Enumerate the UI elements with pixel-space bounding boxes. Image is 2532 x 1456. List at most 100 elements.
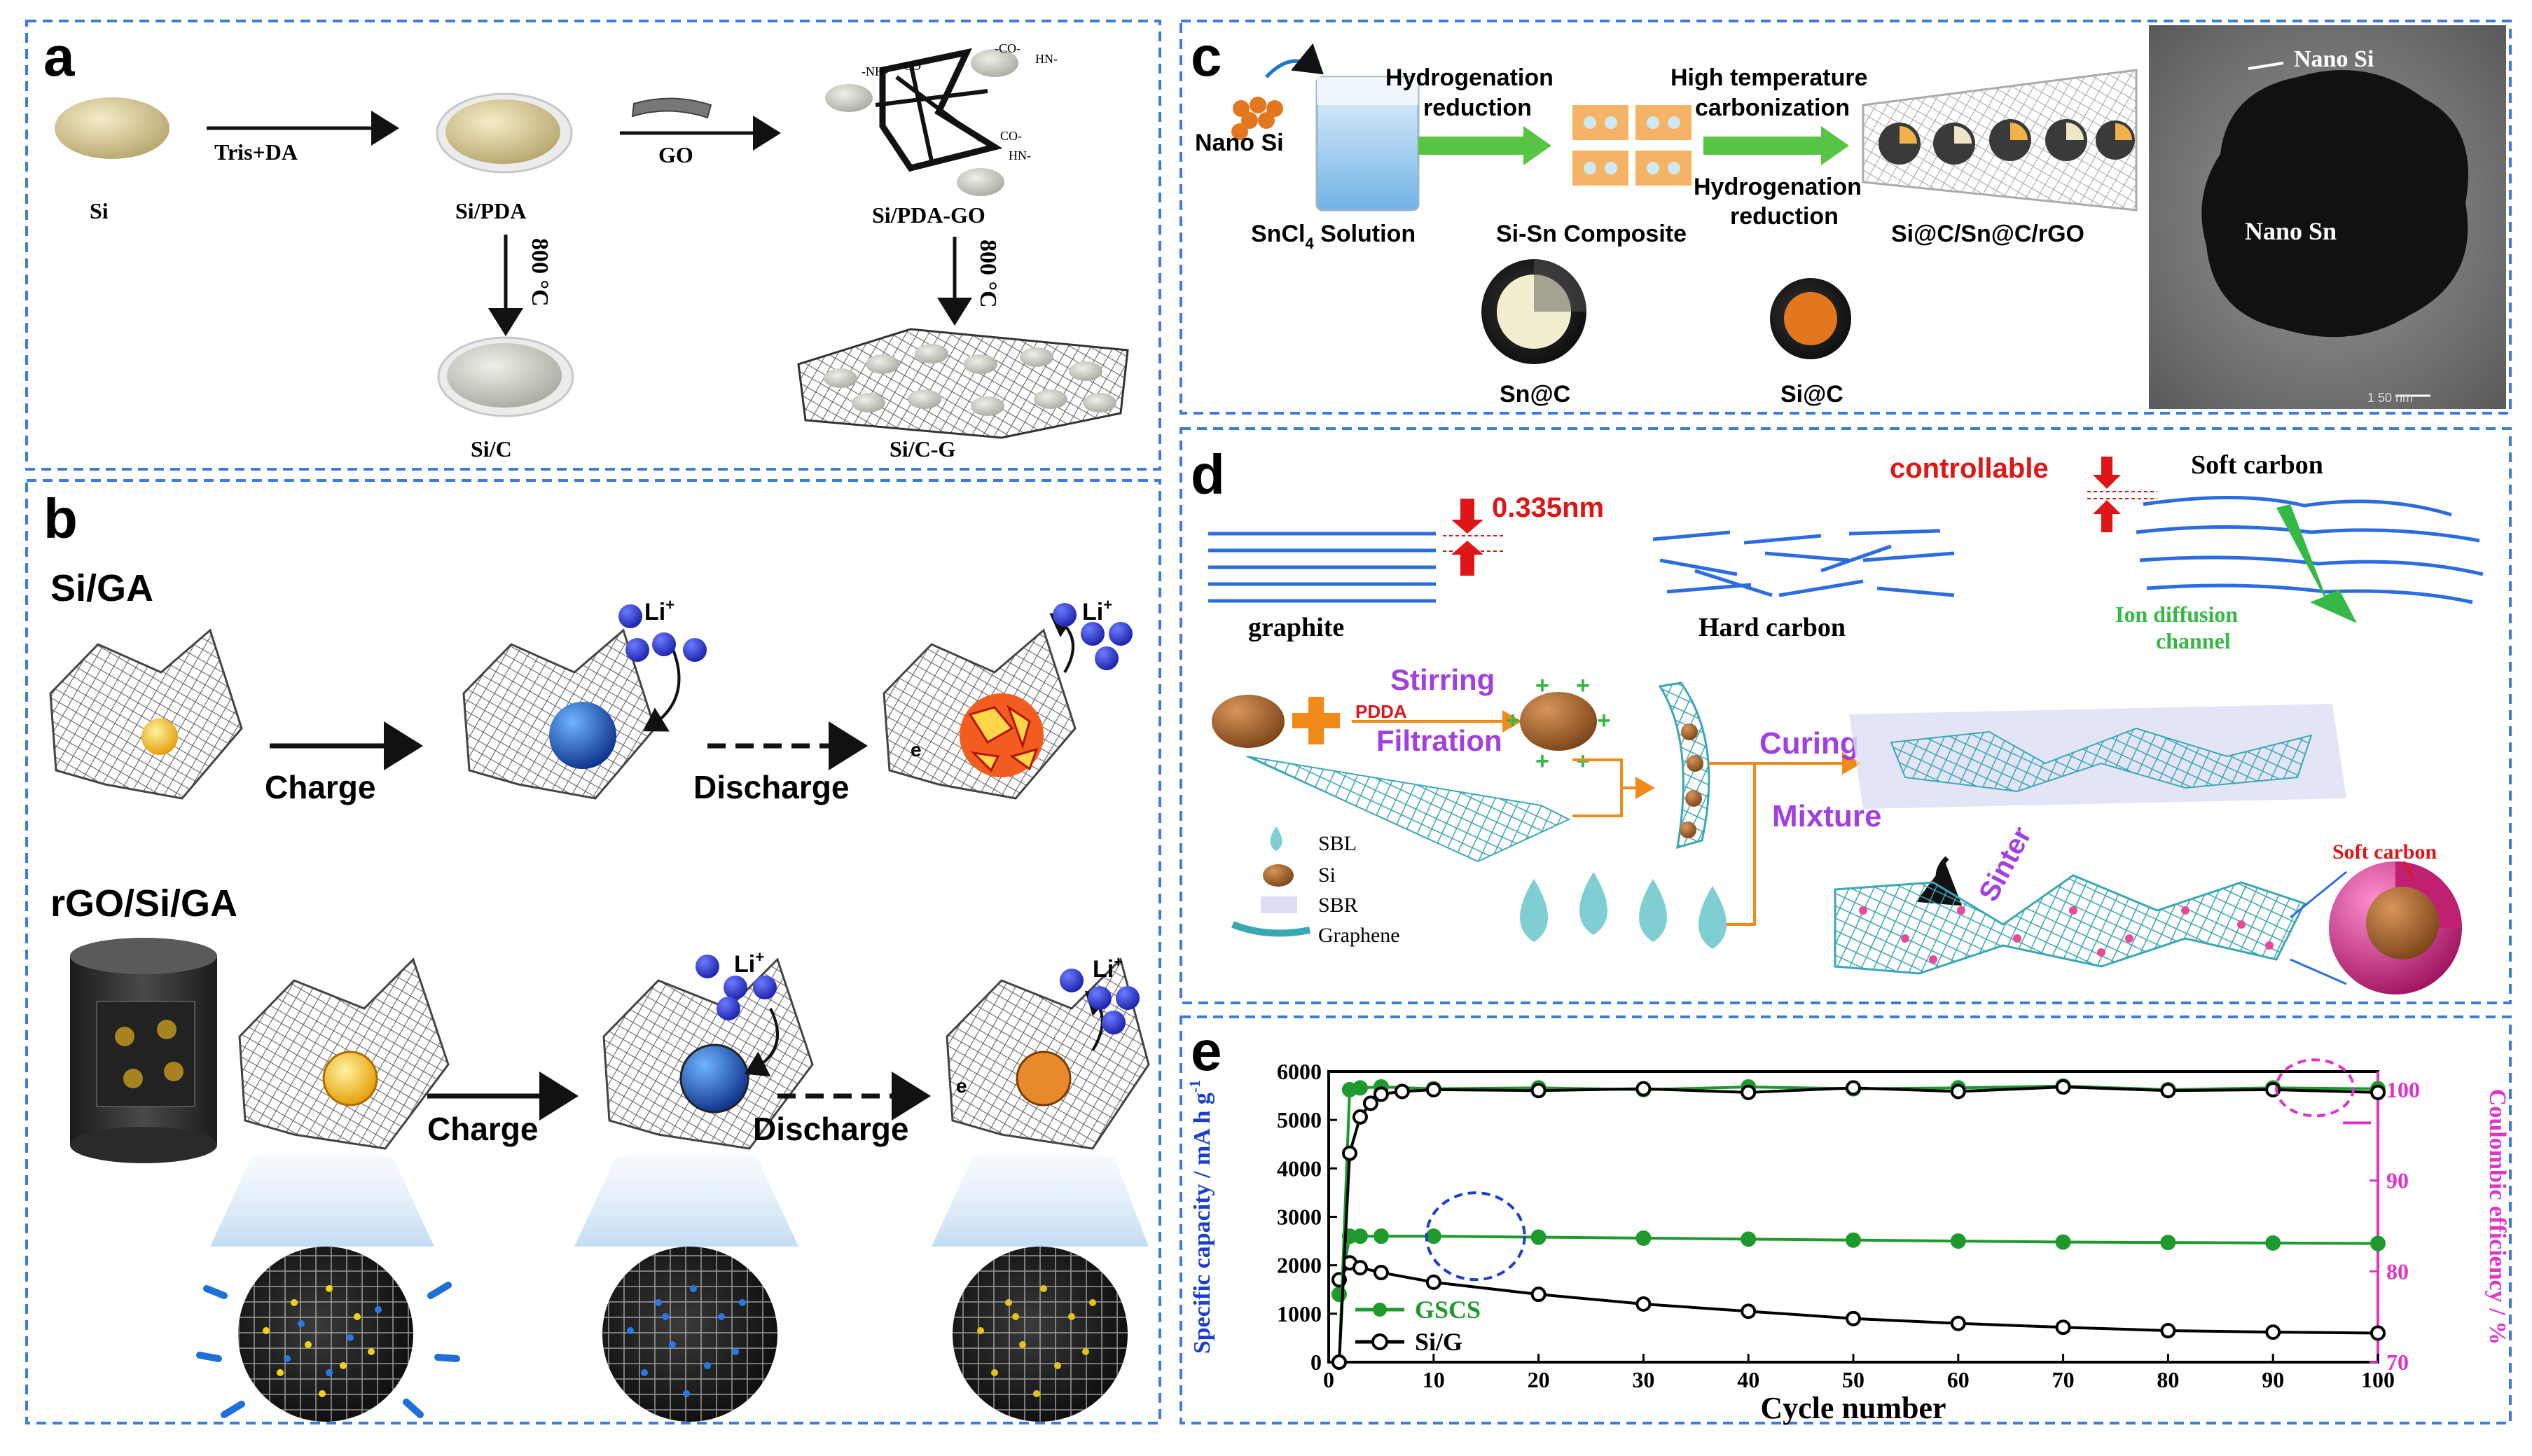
tem-image: Nano Si Nano Sn 1 50 nm — [2149, 25, 2506, 409]
data-point-gscs — [2370, 1235, 2386, 1252]
sn-c-sphere — [1481, 259, 1586, 364]
highlight-ellipse-capacity — [1425, 1191, 1526, 1282]
data-point-gscs — [2265, 1235, 2281, 1251]
sbl-drops — [1520, 872, 1727, 949]
label-product: Si@C/Sn@C/rGO — [1891, 221, 2084, 247]
label-si-c-g: Si/C-G — [890, 436, 955, 462]
x-tick-label: 30 — [1632, 1367, 1654, 1392]
label-hydro2-1: Hydrogenation — [1694, 174, 1862, 200]
x-tick-label: 40 — [1737, 1367, 1759, 1392]
label-discharge-bottom: Discharge — [753, 1111, 908, 1147]
x-tick-label: 20 — [1528, 1367, 1550, 1392]
label-sncl4: SnCl4 Solution — [1251, 221, 1416, 252]
label-high-temp-2: carbonization — [1695, 95, 1850, 121]
li-label-3: Li+ — [734, 948, 764, 978]
data-point-gscs — [1352, 1228, 1368, 1244]
label-go: GO — [658, 142, 693, 167]
pdda-coated-si: +++ +++ — [1506, 672, 1611, 775]
series-line-si-g-right — [1337, 1086, 2379, 1363]
x-tick-label: 70 — [2052, 1367, 2075, 1392]
label-tris-da: Tris+DA — [214, 139, 298, 165]
chem-label-5: CO- — [1000, 129, 1022, 143]
x-tick-label: 10 — [1423, 1367, 1445, 1392]
chem-label-4: HN- — [1035, 52, 1058, 66]
si-blue-wrapped — [679, 1044, 749, 1114]
y-tick-label: 3000 — [1277, 1205, 1322, 1230]
x-tick-label: 100 — [2361, 1367, 2395, 1392]
rgo-cylinder — [70, 938, 217, 1163]
si-pda-go-structure: -NH- CO -CO- HN- CO- HN- — [825, 41, 1058, 196]
svg-text:+: + — [1535, 748, 1549, 775]
data-point-si-g — [1530, 1287, 1547, 1303]
svg-text:+: + — [1576, 672, 1590, 699]
label-si: Si — [90, 198, 109, 223]
data-point-si-g — [1425, 1274, 1441, 1290]
data-point-si-g — [1373, 1086, 1389, 1102]
svg-text:+: + — [1506, 707, 1520, 734]
label-si-ga: Si/GA — [50, 567, 153, 609]
rgo-aerogel-3: Li+ e — [932, 953, 1150, 1422]
data-point-si-g — [1950, 1315, 1966, 1331]
svg-text:+: + — [1535, 672, 1549, 699]
label-ion-diffusion-2: channel — [2156, 628, 2231, 653]
electron-label-2: e — [956, 1075, 967, 1097]
label-sn-c: Sn@C — [1500, 381, 1570, 408]
nano-si-cluster — [1231, 97, 1283, 140]
label-si-pda: Si/PDA — [455, 198, 526, 223]
soft-carbon-layers — [2136, 496, 2484, 604]
chem-label-2: CO — [904, 59, 921, 73]
chem-label-6: HN- — [1009, 148, 1031, 162]
label-discharge-top: Discharge — [693, 769, 849, 805]
label-charge-bottom: Charge — [427, 1111, 538, 1147]
panel-b: b Si/GA Charge Li+ Discharge — [43, 487, 1150, 1422]
data-point-si-g — [1635, 1296, 1652, 1312]
si-particle-d — [1212, 695, 1285, 748]
data-point-si-g — [1846, 1310, 1861, 1326]
y-tick-label: 1000 — [1277, 1301, 1322, 1326]
panel-d: d 0.335nm graphite Hard carbon controlla… — [1191, 443, 2484, 994]
panel-b-border — [25, 479, 1161, 1424]
merge-bracket-2 — [1709, 762, 1756, 926]
label-controllable: controllable — [1890, 453, 2049, 484]
label-filtration: Filtration — [1376, 724, 1502, 757]
cured-composite — [1849, 704, 2346, 809]
label-curing: Curing — [1759, 726, 1859, 761]
data-point-gscs — [1635, 1230, 1652, 1246]
chem-label-3: -CO- — [995, 41, 1021, 55]
data-point-si-g — [2370, 1084, 2386, 1100]
x-tick-label: 50 — [1842, 1367, 1865, 1392]
data-point-si-g — [1362, 1095, 1378, 1111]
label-nano-si: Nano Si — [1195, 130, 1284, 156]
legend-sbr: SBR — [1318, 894, 1358, 917]
data-point-si-g — [1352, 1260, 1368, 1276]
beaker — [1315, 76, 1420, 212]
y2-tick-label: 80 — [2386, 1259, 2409, 1284]
controllable-arrow-up — [2093, 500, 2121, 532]
panel-e-border — [1179, 1015, 2512, 1424]
data-point-si-g — [1741, 1084, 1757, 1100]
panel-a: a Si Tris+DA Si/PDA GO -NH- CO -CO- HN- … — [43, 25, 1129, 462]
graphite-layers — [1208, 532, 1436, 603]
svg-text:+: + — [1597, 707, 1611, 734]
x-axis-title: Cycle number — [1760, 1391, 1946, 1425]
y-tick-label: 0 — [1310, 1350, 1322, 1375]
si-c-core — [447, 343, 562, 408]
si-yellow-wrapped — [322, 1051, 378, 1107]
si-lithiated-blue — [549, 702, 616, 769]
data-point-si-g — [2160, 1323, 2176, 1339]
chem-label-1: -NH- — [862, 64, 888, 78]
y-tick-label: 5000 — [1277, 1107, 1322, 1132]
y-axis-title-sup: -1 — [1186, 1080, 1203, 1093]
si-c-sphere — [1770, 278, 1851, 359]
panel-e-letter: e — [1191, 1020, 1222, 1082]
label-spacing: 0.335nm — [1492, 492, 1604, 523]
si-orange-wrapped — [1016, 1051, 1072, 1107]
label-si-pda-go: Si/PDA-GO — [872, 202, 985, 228]
label-graphite: graphite — [1248, 613, 1344, 642]
rgo-aerogel-1 — [196, 957, 460, 1422]
spacing-arrow-down — [1451, 499, 1483, 534]
electron-label-1: e — [911, 739, 922, 761]
graphene-aerogel-3: Li+ e — [883, 596, 1133, 800]
